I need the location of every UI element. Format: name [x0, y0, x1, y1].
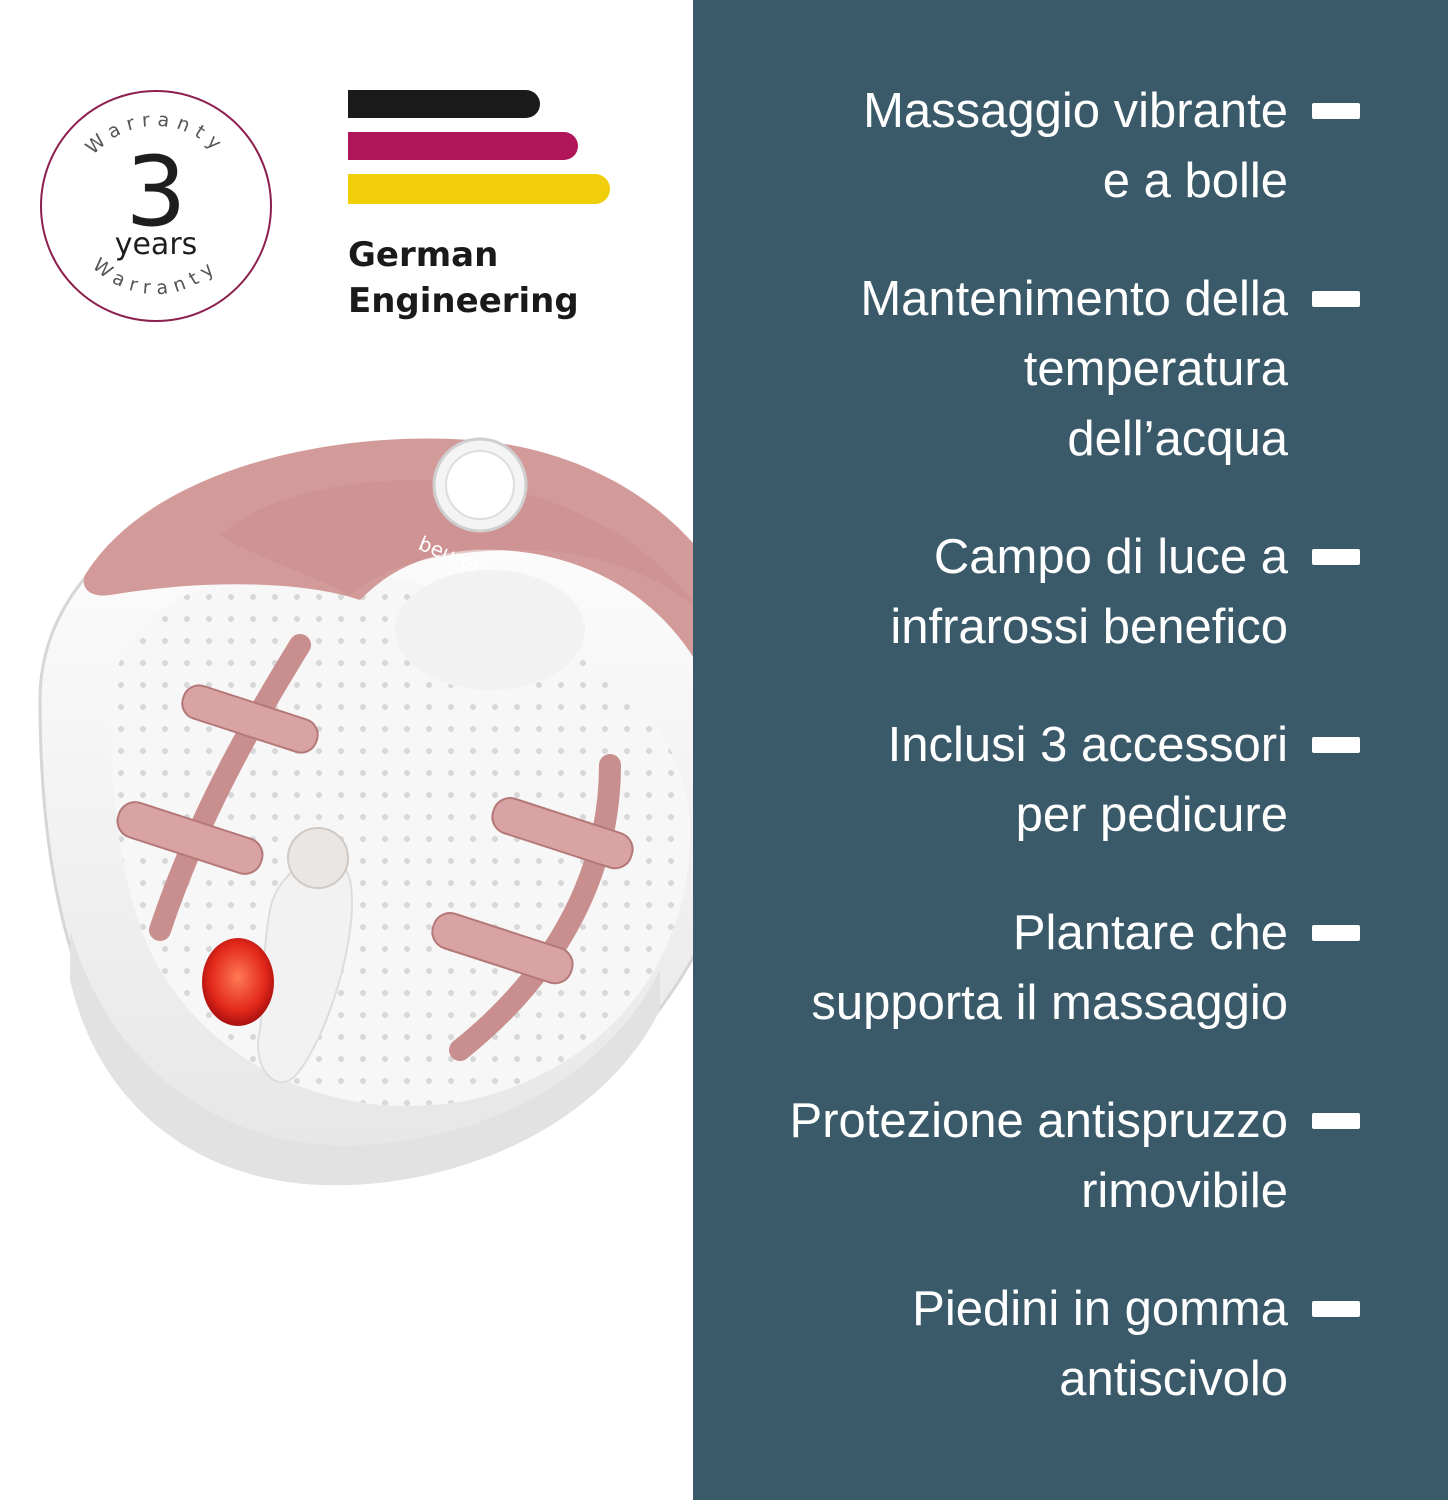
feature-text: Piedini in gomma antiscivolo	[720, 1274, 1360, 1414]
feature-line: Protezione antispruzzo	[789, 1094, 1288, 1148]
feature-text: Campo di luce a infrarossi benefico	[720, 522, 1360, 662]
feature-bullet-icon	[1312, 103, 1360, 119]
feature-item: Campo di luce a infrarossi benefico	[720, 522, 1360, 662]
feature-item: Mantenimento della temperatura dell’acqu…	[720, 264, 1360, 474]
feature-line: antiscivolo	[1059, 1352, 1288, 1406]
foot-spa-product-image: beurer	[0, 410, 760, 1230]
feature-line: Plantare che	[1012, 906, 1288, 960]
feature-line: supporta il massaggio	[811, 976, 1288, 1030]
warranty-badge: Warranty Warranty 3 years	[38, 88, 274, 324]
feature-bullet-icon	[1312, 549, 1360, 565]
feature-bullet-icon	[1312, 737, 1360, 753]
feature-text: Massaggio vibrante e a bolle	[720, 76, 1360, 216]
warranty-ring: Warranty Warranty	[40, 90, 272, 322]
foot-spa-illustration: beurer	[38, 437, 753, 1186]
feature-line: Mantenimento della	[860, 272, 1288, 326]
feature-line: dell’acqua	[1067, 412, 1288, 466]
feature-line: per pedicure	[1015, 788, 1288, 842]
feature-line: Massaggio vibrante	[863, 84, 1288, 138]
feature-text: Mantenimento della temperatura dell’acqu…	[720, 264, 1360, 474]
feature-text: Plantare che supporta il massaggio	[720, 898, 1360, 1038]
feature-item: Protezione antispruzzo rimovibile	[720, 1086, 1360, 1226]
feature-item: Inclusi 3 accessori per pedicure	[720, 710, 1360, 850]
left-panel: Warranty Warranty 3 years German Enginee…	[0, 0, 753, 1500]
feature-item: Plantare che supporta il massaggio	[720, 898, 1360, 1038]
german-engineering-label: German Engineering	[348, 232, 579, 324]
german-engineering-line2: Engineering	[348, 281, 579, 321]
feature-line: rimovibile	[1081, 1164, 1288, 1218]
feature-text: Protezione antispruzzo rimovibile	[720, 1086, 1360, 1226]
warranty-years-label: years	[114, 227, 198, 262]
warranty-years-number: 3	[125, 136, 187, 248]
feature-line: e a bolle	[1102, 154, 1288, 208]
feature-line: temperatura	[1023, 342, 1288, 396]
feature-text: Inclusi 3 accessori per pedicure	[720, 710, 1360, 850]
feature-line: Piedini in gomma	[912, 1282, 1288, 1336]
feature-list: Massaggio vibrante e a bolle Manteniment…	[720, 76, 1360, 1462]
german-flag-stripes	[348, 90, 610, 204]
feature-bullet-icon	[1312, 1301, 1360, 1317]
feature-line: Inclusi 3 accessori	[887, 718, 1288, 772]
feature-line: Campo di luce a	[933, 530, 1288, 584]
feature-bullet-icon	[1312, 291, 1360, 307]
feature-bullet-icon	[1312, 1113, 1360, 1129]
feature-line: infrarossi benefico	[890, 600, 1288, 654]
feature-item: Massaggio vibrante e a bolle	[720, 76, 1360, 216]
feature-bullet-icon	[1312, 925, 1360, 941]
feature-item: Piedini in gomma antiscivolo	[720, 1274, 1360, 1414]
german-engineering-line1: German	[348, 235, 499, 275]
